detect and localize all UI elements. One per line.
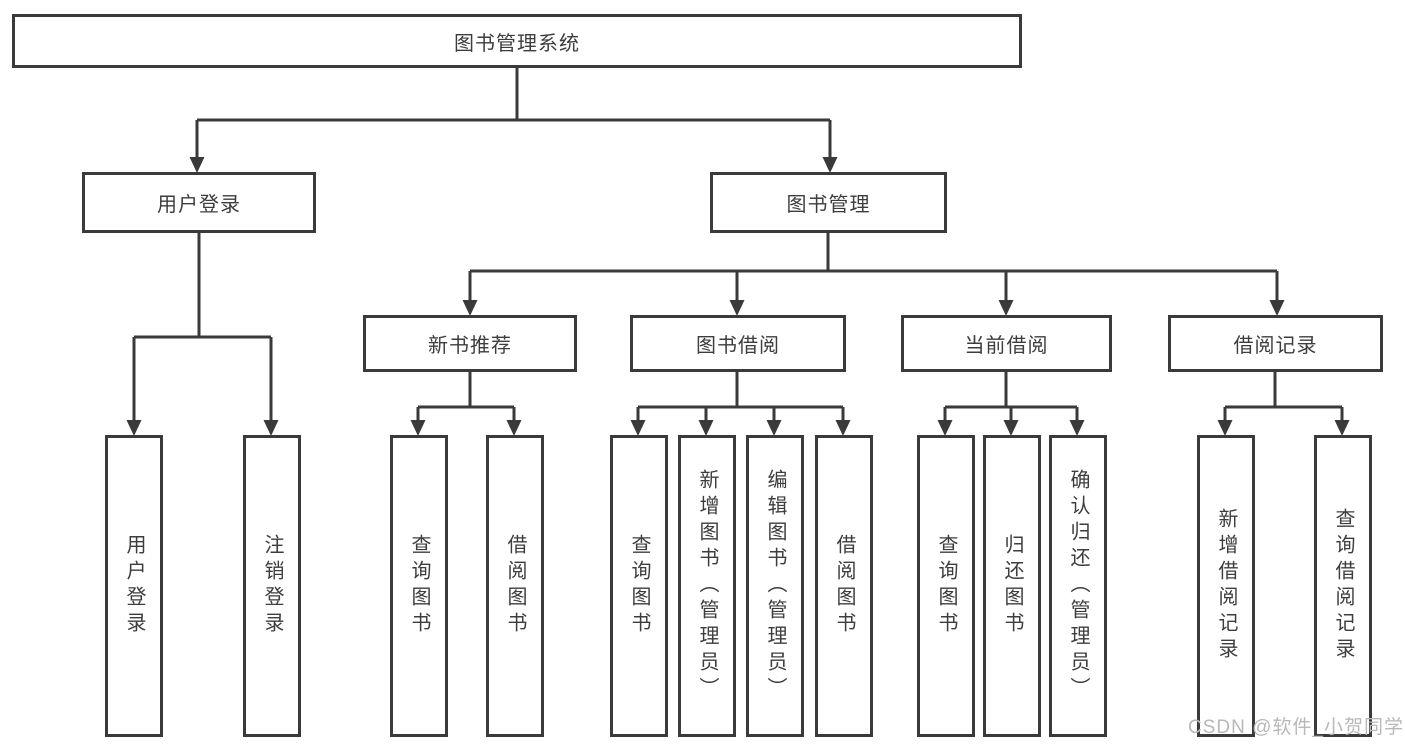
leaf-add-books-admin: 新增图书（管理员） xyxy=(678,435,736,737)
arrow-down-icon xyxy=(729,300,745,316)
node-label: 查询借阅记录 xyxy=(1332,508,1354,664)
node-label: 新书推荐 xyxy=(428,335,512,357)
node-label: 新增图书（管理员） xyxy=(696,469,718,703)
connector-root-to-level2 xyxy=(189,68,838,173)
connector-book-borrowing-to-leaves xyxy=(630,372,851,436)
csdn-watermark: CSDN @软件_小贺同学 xyxy=(1188,717,1404,738)
node-label: 查询图书 xyxy=(628,534,650,638)
leaf-add-borrow-record: 新增借阅记录 xyxy=(1197,435,1255,737)
node-label: 归还图书 xyxy=(1001,534,1023,638)
node-label: 新增借阅记录 xyxy=(1215,508,1237,664)
node-label: 借阅记录 xyxy=(1233,335,1318,357)
leaf-logout: 注销登录 xyxy=(243,435,301,737)
node-new-book-recommend: 新书推荐 xyxy=(363,315,577,372)
arrow-down-icon xyxy=(1217,420,1233,436)
leaf-confirm-return-admin: 确认归还（管理员） xyxy=(1049,435,1107,737)
connector-book-management-to-level3 xyxy=(462,233,1285,316)
leaf-edit-books-admin: 编辑图书（管理员） xyxy=(746,435,804,737)
leaf-query-books-recommend: 查询图书 xyxy=(390,435,448,737)
arrow-down-icon xyxy=(835,420,851,436)
node-label: 用户登录 xyxy=(157,194,241,216)
arrow-down-icon xyxy=(937,420,953,436)
node-library-management-system: 图书管理系统 xyxy=(12,14,1022,68)
node-label: 图书管理 xyxy=(786,194,871,216)
node-label: 查询图书 xyxy=(408,534,430,638)
arrow-down-icon xyxy=(822,157,838,173)
node-label: 借阅图书 xyxy=(504,534,526,638)
leaf-borrow-books-borrowing: 借阅图书 xyxy=(815,435,873,737)
node-label: 图书管理系统 xyxy=(454,32,580,55)
node-book-management: 图书管理 xyxy=(710,172,947,233)
node-label: 查询图书 xyxy=(935,534,957,638)
arrow-down-icon xyxy=(998,300,1014,316)
connector-current-borrowing-to-leaves xyxy=(937,372,1085,436)
leaf-borrow-books-recommend: 借阅图书 xyxy=(486,435,544,737)
node-label: 图书借阅 xyxy=(696,335,780,357)
arrow-down-icon xyxy=(698,420,714,436)
node-borrowing-records: 借阅记录 xyxy=(1168,315,1383,372)
arrow-down-icon xyxy=(126,420,142,436)
connector-new-book-recommend-to-leaves xyxy=(410,372,522,436)
arrow-down-icon xyxy=(189,157,205,173)
node-label: 编辑图书（管理员） xyxy=(764,469,786,703)
node-label: 用户登录 xyxy=(123,534,145,638)
arrow-down-icon xyxy=(1269,300,1285,316)
node-user-login: 用户登录 xyxy=(82,172,316,233)
node-label: 确认归还（管理员） xyxy=(1067,469,1089,703)
node-book-borrowing: 图书借阅 xyxy=(630,315,846,372)
node-current-borrowing: 当前借阅 xyxy=(901,315,1112,372)
arrow-down-icon xyxy=(410,420,426,436)
leaf-query-books-current: 查询图书 xyxy=(917,435,975,737)
arrow-down-icon xyxy=(766,420,782,436)
leaf-query-books-borrowing: 查询图书 xyxy=(610,435,668,737)
arrow-down-icon xyxy=(1003,420,1019,436)
arrow-down-icon xyxy=(506,420,522,436)
arrow-down-icon xyxy=(1334,420,1350,436)
node-label: 当前借阅 xyxy=(964,335,1049,357)
arrow-down-icon xyxy=(630,420,646,436)
arrow-down-icon xyxy=(462,300,478,316)
arrow-down-icon xyxy=(263,420,279,436)
leaf-user-login: 用户登录 xyxy=(105,435,163,737)
node-label: 注销登录 xyxy=(261,534,283,638)
connector-borrowing-records-to-leaves xyxy=(1217,372,1350,436)
leaf-return-books: 归还图书 xyxy=(983,435,1041,737)
node-label: 借阅图书 xyxy=(833,534,855,638)
leaf-query-borrow-record: 查询借阅记录 xyxy=(1314,435,1372,737)
arrow-down-icon xyxy=(1069,420,1085,436)
connector-user-login-to-leaves xyxy=(126,233,279,436)
